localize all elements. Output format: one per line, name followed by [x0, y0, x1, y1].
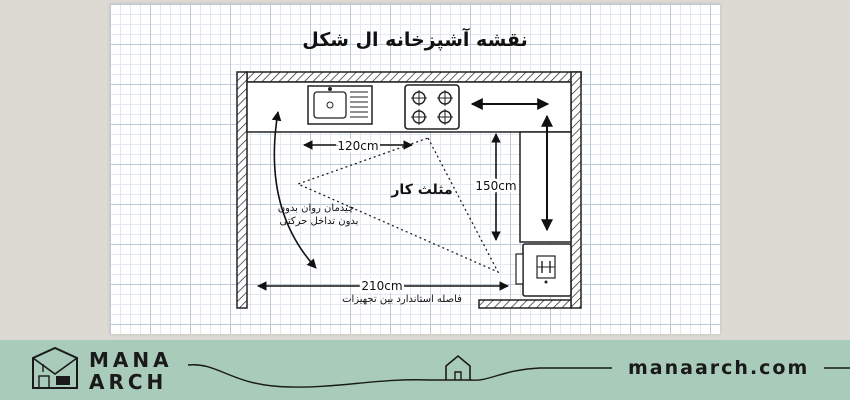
circulation-note-line2: بدون تداخل حرکتی [280, 216, 359, 227]
fridge-door-handle [515, 253, 524, 285]
small-house-icon [445, 354, 471, 381]
wall-left [236, 71, 248, 309]
work-triangle [296, 137, 500, 274]
sink [307, 85, 373, 125]
house-logo-icon [32, 346, 78, 389]
counter-side [519, 131, 572, 243]
dimension-label-120: 120cm [337, 139, 378, 153]
kitchen-plan-card: نقشه آشپزخانه ال شکل [110, 4, 720, 334]
wall-top [246, 71, 582, 83]
refrigerator [515, 243, 572, 297]
stove-outline [404, 84, 460, 130]
dimension-label-210: 210cm [361, 279, 402, 293]
kitchen-plan-diagram: نقشه آشپزخانه ال شکل [236, 27, 582, 309]
footer-bar: MANA ARCH manaarch.com [0, 340, 850, 400]
circulation-note-line1: چیدمان روان بدون [278, 203, 355, 214]
footer-graphics [32, 346, 850, 389]
stove [404, 84, 460, 130]
decorative-line [187, 364, 446, 388]
sink-drain [326, 101, 334, 109]
plan-title: نقشه آشپزخانه ال شکل [302, 27, 527, 51]
walls [236, 71, 582, 309]
wall-right [570, 71, 582, 309]
dimension-label-150: 150cm [475, 179, 516, 193]
website-link[interactable]: manaarch.com [628, 357, 810, 379]
brand-name-line1: MANA [89, 348, 173, 372]
circulation-arrow [271, 111, 317, 269]
decorative-line-tail [469, 367, 612, 381]
wall-bottom-stub [478, 299, 572, 309]
faucet-icon [328, 87, 332, 91]
work-triangle-label: مثلث کار [390, 182, 452, 198]
brand-name-line2: ARCH [89, 370, 168, 394]
standard-distance-note: فاصله استاندارد بین تجهیزات [342, 294, 462, 305]
